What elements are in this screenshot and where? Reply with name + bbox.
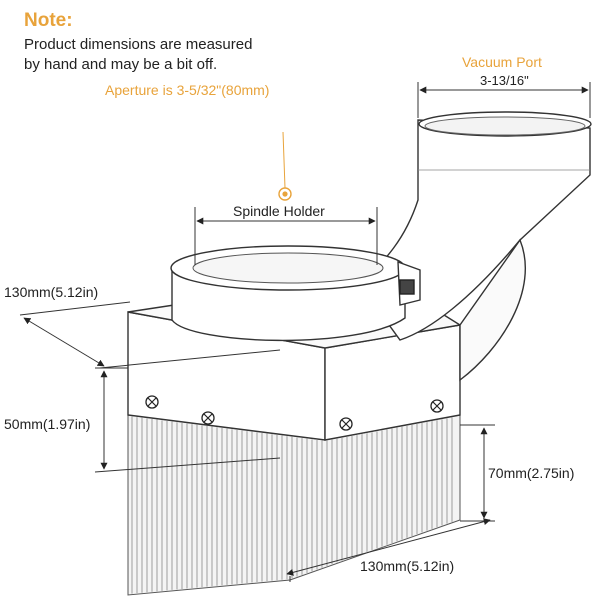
note-line-2: by hand and may be a bit off.: [24, 56, 218, 73]
screw-2-icon: [201, 411, 215, 425]
housing-height-label: 50mm(1.97in): [4, 416, 90, 432]
aperture-callout: [278, 131, 292, 201]
screw-1-icon: [145, 395, 159, 409]
spindle-holder-dimension: [194, 207, 378, 265]
width-dimension: [286, 518, 491, 582]
depth-dimension: [19, 301, 281, 369]
brush-skirt: [127, 414, 461, 596]
depth-dimension-label: 130mm(5.12in): [4, 284, 98, 300]
housing-screws: [145, 395, 444, 431]
aperture-label: Aperture is 3-5/32"(80mm): [105, 82, 269, 98]
vacuum-port-label: Vacuum Port: [462, 54, 542, 70]
note-line-1: Product dimensions are measured: [24, 36, 253, 53]
spindle-collar: [170, 245, 421, 342]
width-dimension-label: 130mm(5.12in): [360, 558, 454, 574]
screw-3-icon: [339, 417, 353, 431]
brush-height-label: 70mm(2.75in): [488, 465, 574, 481]
vacuum-port-dimension: [417, 82, 591, 118]
vacuum-port-size: 3-13/16": [480, 73, 529, 88]
screw-4-icon: [430, 399, 444, 413]
housing-height-dimension: [94, 367, 281, 473]
spindle-holder-label: Spindle Holder: [233, 203, 325, 219]
note-title: Note:: [24, 10, 73, 31]
